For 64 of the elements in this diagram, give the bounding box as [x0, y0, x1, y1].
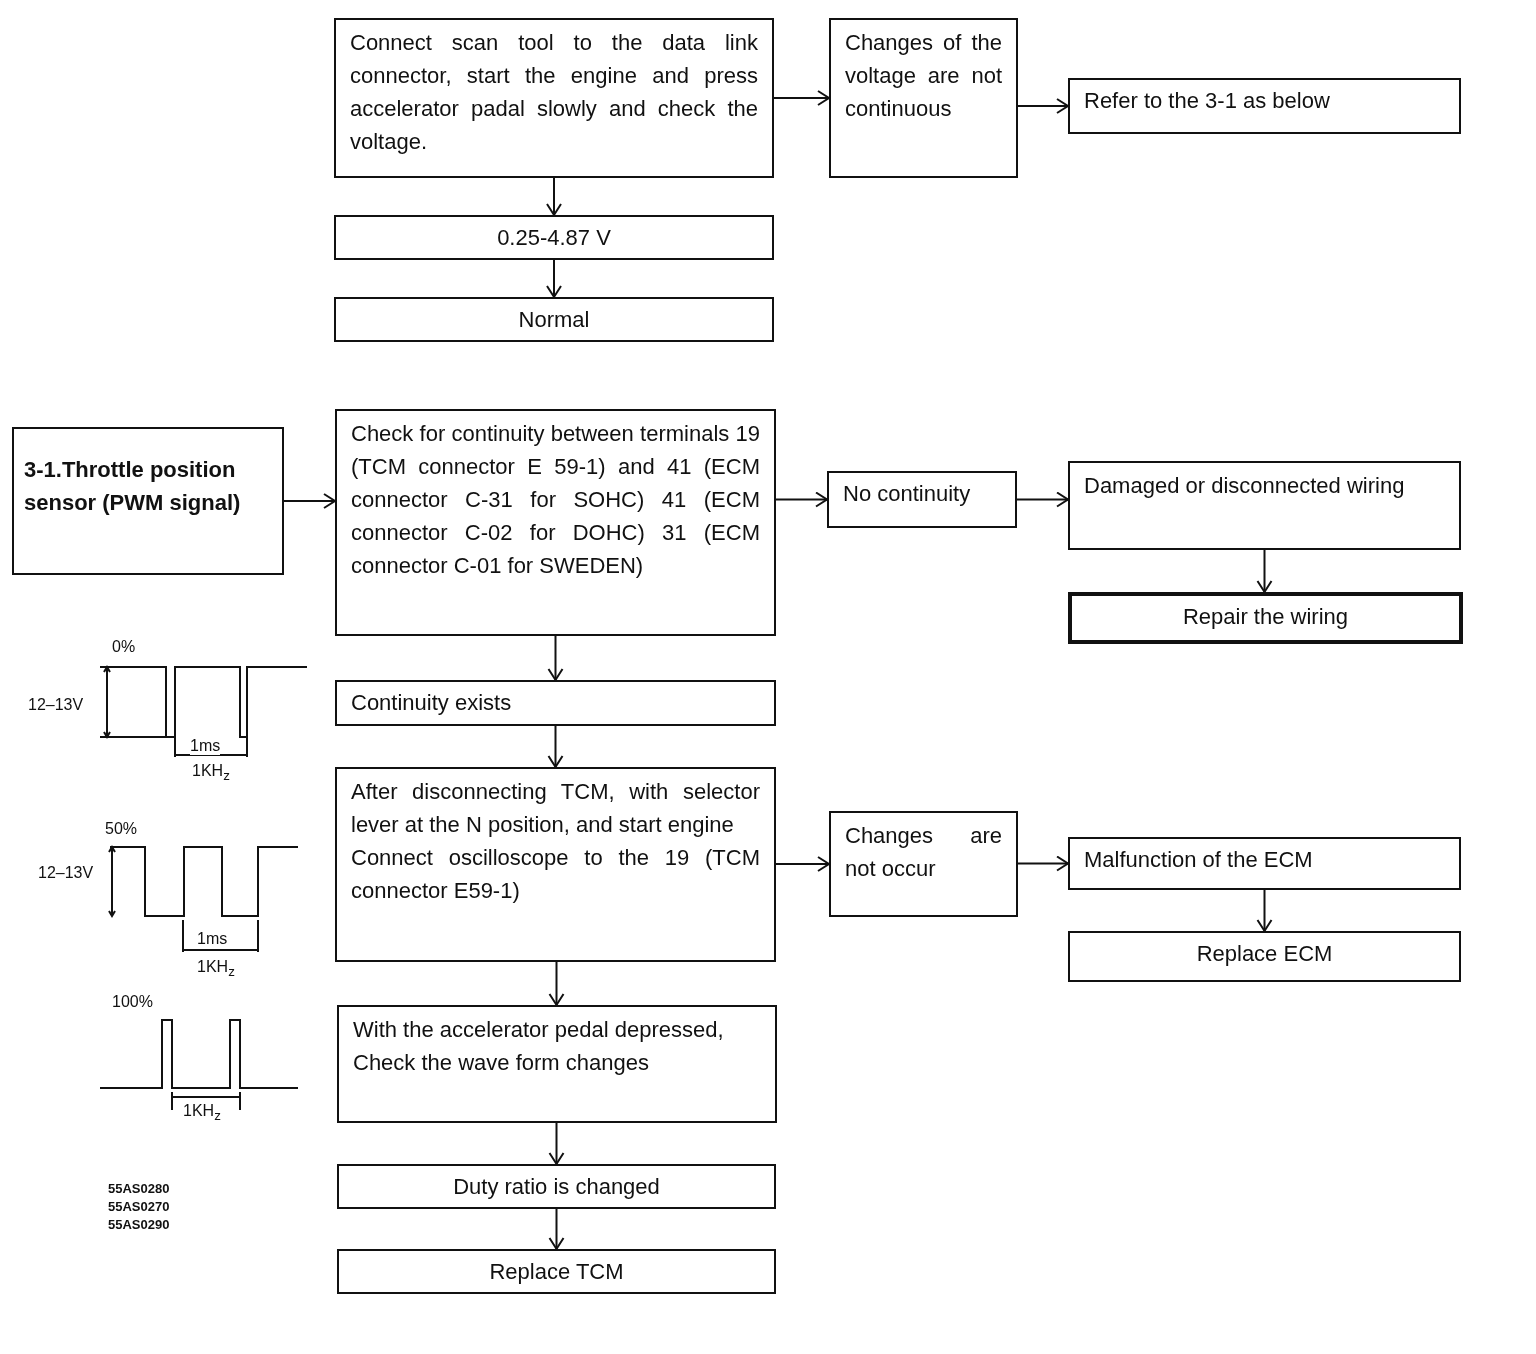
process-box — [1068, 931, 1461, 982]
percent-label: 50% — [105, 820, 138, 838]
process-box — [335, 767, 776, 962]
process-box — [1068, 461, 1461, 550]
voltage-label: 12–13V — [38, 864, 94, 882]
arrow — [548, 961, 565, 1006]
step-text: Changes of the voltage are not continuous — [845, 29, 1002, 123]
step-text: Check for continuity between terminals 19 (TCM connector E 59-1) and 41 (ECM connector C-31 for SOHC) 41 (ECM connector C-02 for DOHC) 31 (ECM connector C-01 for SWEDEN) — [351, 420, 760, 580]
step-text: Normal — [517, 306, 591, 334]
arrow — [1256, 889, 1273, 932]
percent-label: 0% — [112, 638, 136, 656]
arrow — [283, 493, 336, 509]
step-text: Changes are not occur — [845, 822, 1002, 883]
process-box — [1068, 78, 1461, 134]
step-text: Refer to the 3-1 as below — [1084, 87, 1331, 115]
arrow — [773, 90, 830, 106]
step-text: 3-1.Throttle position sensor (PWM signal) — [24, 456, 242, 517]
arrow — [548, 1208, 565, 1250]
arrow — [546, 177, 562, 216]
frequency-label: 1KH$_{z}$ — [192, 762, 230, 784]
process-box — [334, 215, 774, 260]
process-box — [334, 18, 774, 178]
process-box — [337, 1164, 776, 1209]
step-text: Repair the wiring — [1181, 603, 1350, 631]
step-text: Duty ratio is changed — [452, 1173, 661, 1201]
percent-label: 100% — [112, 993, 153, 1011]
arrow — [775, 491, 828, 508]
step-text: Connect oscilloscope to the 19 (TCM connector E59-1) — [351, 844, 760, 905]
step-text: After disconnecting TCM, with selector lever at the N position, and start engine — [351, 778, 760, 839]
arrow — [546, 259, 562, 298]
arrow — [547, 635, 564, 681]
figure-code: 55AS0290 — [108, 1217, 170, 1232]
step-text: Continuity exists — [351, 689, 513, 717]
period-label: 1ms — [190, 737, 221, 755]
arrow — [547, 725, 564, 768]
process-box — [335, 680, 776, 726]
process-box — [829, 811, 1018, 917]
step-text: No continuity — [843, 480, 972, 508]
process-box — [337, 1005, 777, 1123]
step-text: Damaged or disconnected wiring — [1084, 472, 1406, 500]
process-box — [335, 409, 776, 636]
arrow — [775, 856, 830, 872]
figure-code: 55AS0270 — [108, 1199, 170, 1214]
process-box — [12, 427, 284, 575]
frequency-label: 1KH$_{z}$ — [197, 958, 235, 980]
step-text: Connect scan tool to the data link connector, start the engine and press accelerator padal slowly and check the voltage. — [350, 29, 758, 156]
process-box — [829, 18, 1018, 178]
process-box — [1068, 592, 1463, 644]
step-text: Replace TCM — [488, 1258, 625, 1286]
step-text: Malfunction of the ECM — [1084, 846, 1314, 874]
step-text: Replace ECM — [1195, 940, 1334, 968]
arrow — [548, 1122, 565, 1165]
arrow — [1016, 491, 1069, 508]
arrow — [1256, 549, 1273, 593]
arrow — [1017, 98, 1069, 114]
arrow — [1017, 855, 1069, 872]
step-text: 0.25-4.87 V — [496, 224, 612, 252]
process-box — [334, 297, 774, 342]
figure-code: 55AS0280 — [108, 1181, 170, 1196]
voltage-label: 12–13V — [28, 696, 84, 714]
process-box — [337, 1249, 776, 1294]
step-text: With the accelerator pedal depressed, Check the wave form changes — [353, 1016, 725, 1077]
process-box — [1068, 837, 1461, 890]
process-box — [827, 471, 1017, 528]
